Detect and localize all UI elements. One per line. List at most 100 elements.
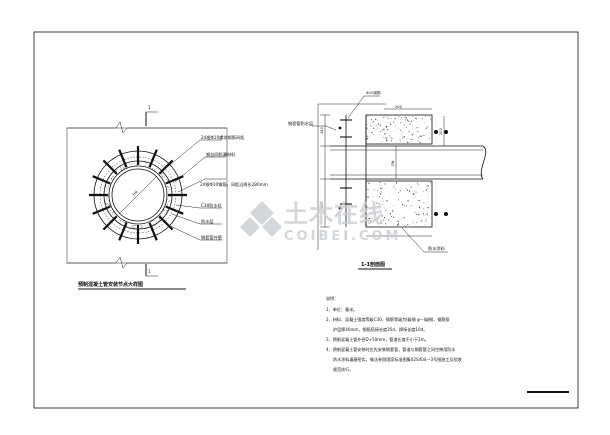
- stipple-dot: [167, 204, 168, 206]
- stipple-dot: [388, 132, 390, 134]
- dimension-lines: [320, 108, 445, 240]
- stipple-dot: [160, 216, 162, 217]
- stipple-dot: [387, 118, 389, 120]
- stipple-dot: [429, 137, 431, 139]
- radial-rebar: [102, 159, 118, 175]
- stipple-dot: [382, 128, 384, 130]
- stipple-dot: [158, 168, 160, 170]
- stipple-dot: [426, 185, 428, 187]
- stipple-dot: [385, 209, 387, 211]
- stipple-dot: [120, 222, 121, 224]
- stipple-dot: [393, 205, 395, 207]
- stipple-dot: [426, 188, 428, 189]
- stipple-dot: [378, 123, 380, 125]
- stipple-dot: [407, 141, 409, 144]
- stipple-dot: [141, 227, 143, 228]
- stipple-dot: [394, 184, 395, 186]
- stipple-dot: [391, 137, 393, 139]
- stipple-dot: [168, 196, 170, 197]
- stipple-dot: [366, 124, 368, 125]
- side-leader: [312, 125, 337, 131]
- stipple-dot: [399, 189, 401, 191]
- stipple-dot: [389, 122, 391, 124]
- stipple-dot: [119, 219, 120, 221]
- stipple-dot: [412, 221, 414, 223]
- stipple-dot: [396, 224, 399, 226]
- stipple-dot: [389, 135, 391, 137]
- stipple-dot: [403, 136, 405, 138]
- diameter-line: [118, 175, 158, 215]
- stipple-dot: [152, 220, 154, 221]
- stipple-dot: [371, 131, 373, 133]
- stipple-dot: [394, 125, 396, 127]
- section-title: 1-1剖面图: [361, 261, 385, 268]
- stipple-dot: [123, 222, 125, 224]
- sleeve-bars: [340, 119, 352, 205]
- stipple-dot: [383, 117, 385, 119]
- stipple-dot: [132, 226, 134, 227]
- stipple-dot: [107, 194, 108, 196]
- bottom-label: 防水涂料: [428, 245, 446, 252]
- stipple-dot: [385, 188, 387, 190]
- stipple-dot: [137, 162, 139, 163]
- notes-line-3: 护层厚40mm，钢筋搭接长度35d，焊接长度10d。: [333, 326, 427, 332]
- stipple-dot: [389, 213, 392, 215]
- stipple-dot: [425, 189, 428, 191]
- stipple-dot: [418, 206, 421, 208]
- stipple-dot: [106, 189, 108, 190]
- stipple-dot: [161, 217, 163, 219]
- stipple-dot: [167, 206, 169, 208]
- stipple-dot: [388, 219, 390, 221]
- stipple-dot: [141, 226, 142, 228]
- stipple-dot: [162, 172, 164, 174]
- stipple-dot: [112, 176, 114, 178]
- stipple-dot: [109, 177, 110, 178]
- stipple-dot: [379, 209, 381, 210]
- stipple-dot: [404, 124, 406, 126]
- stipple-dot: [384, 207, 385, 209]
- stipple-dot: [384, 183, 386, 185]
- stipple-dot: [145, 165, 146, 167]
- stipple-dot: [141, 225, 143, 226]
- stipple-dot: [108, 185, 109, 187]
- stipple-dot: [370, 118, 372, 120]
- stipple-dot: [382, 201, 384, 202]
- stipple-dot: [411, 116, 413, 117]
- stipple-dot: [166, 206, 167, 208]
- stipple-dot: [113, 217, 114, 218]
- stipple-dot: [376, 124, 377, 126]
- stipple-dot: [112, 175, 114, 177]
- stipple-dot: [167, 203, 169, 205]
- top-left-label: 钢套管防水层: [288, 120, 313, 127]
- stipple-dot: [374, 124, 376, 126]
- stipple-dot: [376, 208, 378, 209]
- pipe-wall: [111, 168, 165, 222]
- stipple-dot: [109, 184, 111, 186]
- stipple-dot: [383, 216, 386, 218]
- stipple-dot: [369, 125, 371, 126]
- stipple-dot: [389, 194, 390, 196]
- stipple-dot: [400, 122, 402, 124]
- stipple-dot: [391, 118, 392, 119]
- stipple-dot: [412, 139, 413, 140]
- stipple-dot: [124, 165, 125, 167]
- stipple-dot: [385, 125, 387, 128]
- stipple-dot: [126, 225, 128, 227]
- stipple-dot: [107, 206, 108, 208]
- stipple-dot: [388, 122, 390, 124]
- stipple-dot: [424, 214, 426, 216]
- stipple-dot: [407, 189, 409, 191]
- stipple-dot: [112, 211, 114, 213]
- stipple-dot: [132, 225, 134, 226]
- stipple-dot: [402, 132, 404, 133]
- stipple-dot: [390, 140, 392, 142]
- stipple-dot: [417, 182, 419, 184]
- stipple-dot: [418, 137, 420, 139]
- stipple-dot: [367, 135, 369, 137]
- plan-title: 预制混凝土管安装节点大样图: [78, 281, 143, 288]
- stipple-dot: [111, 212, 113, 214]
- stipple-dot: [391, 137, 392, 138]
- stipple-dot: [420, 220, 422, 222]
- stipple-dot: [370, 126, 372, 128]
- stipple-dot: [390, 123, 392, 125]
